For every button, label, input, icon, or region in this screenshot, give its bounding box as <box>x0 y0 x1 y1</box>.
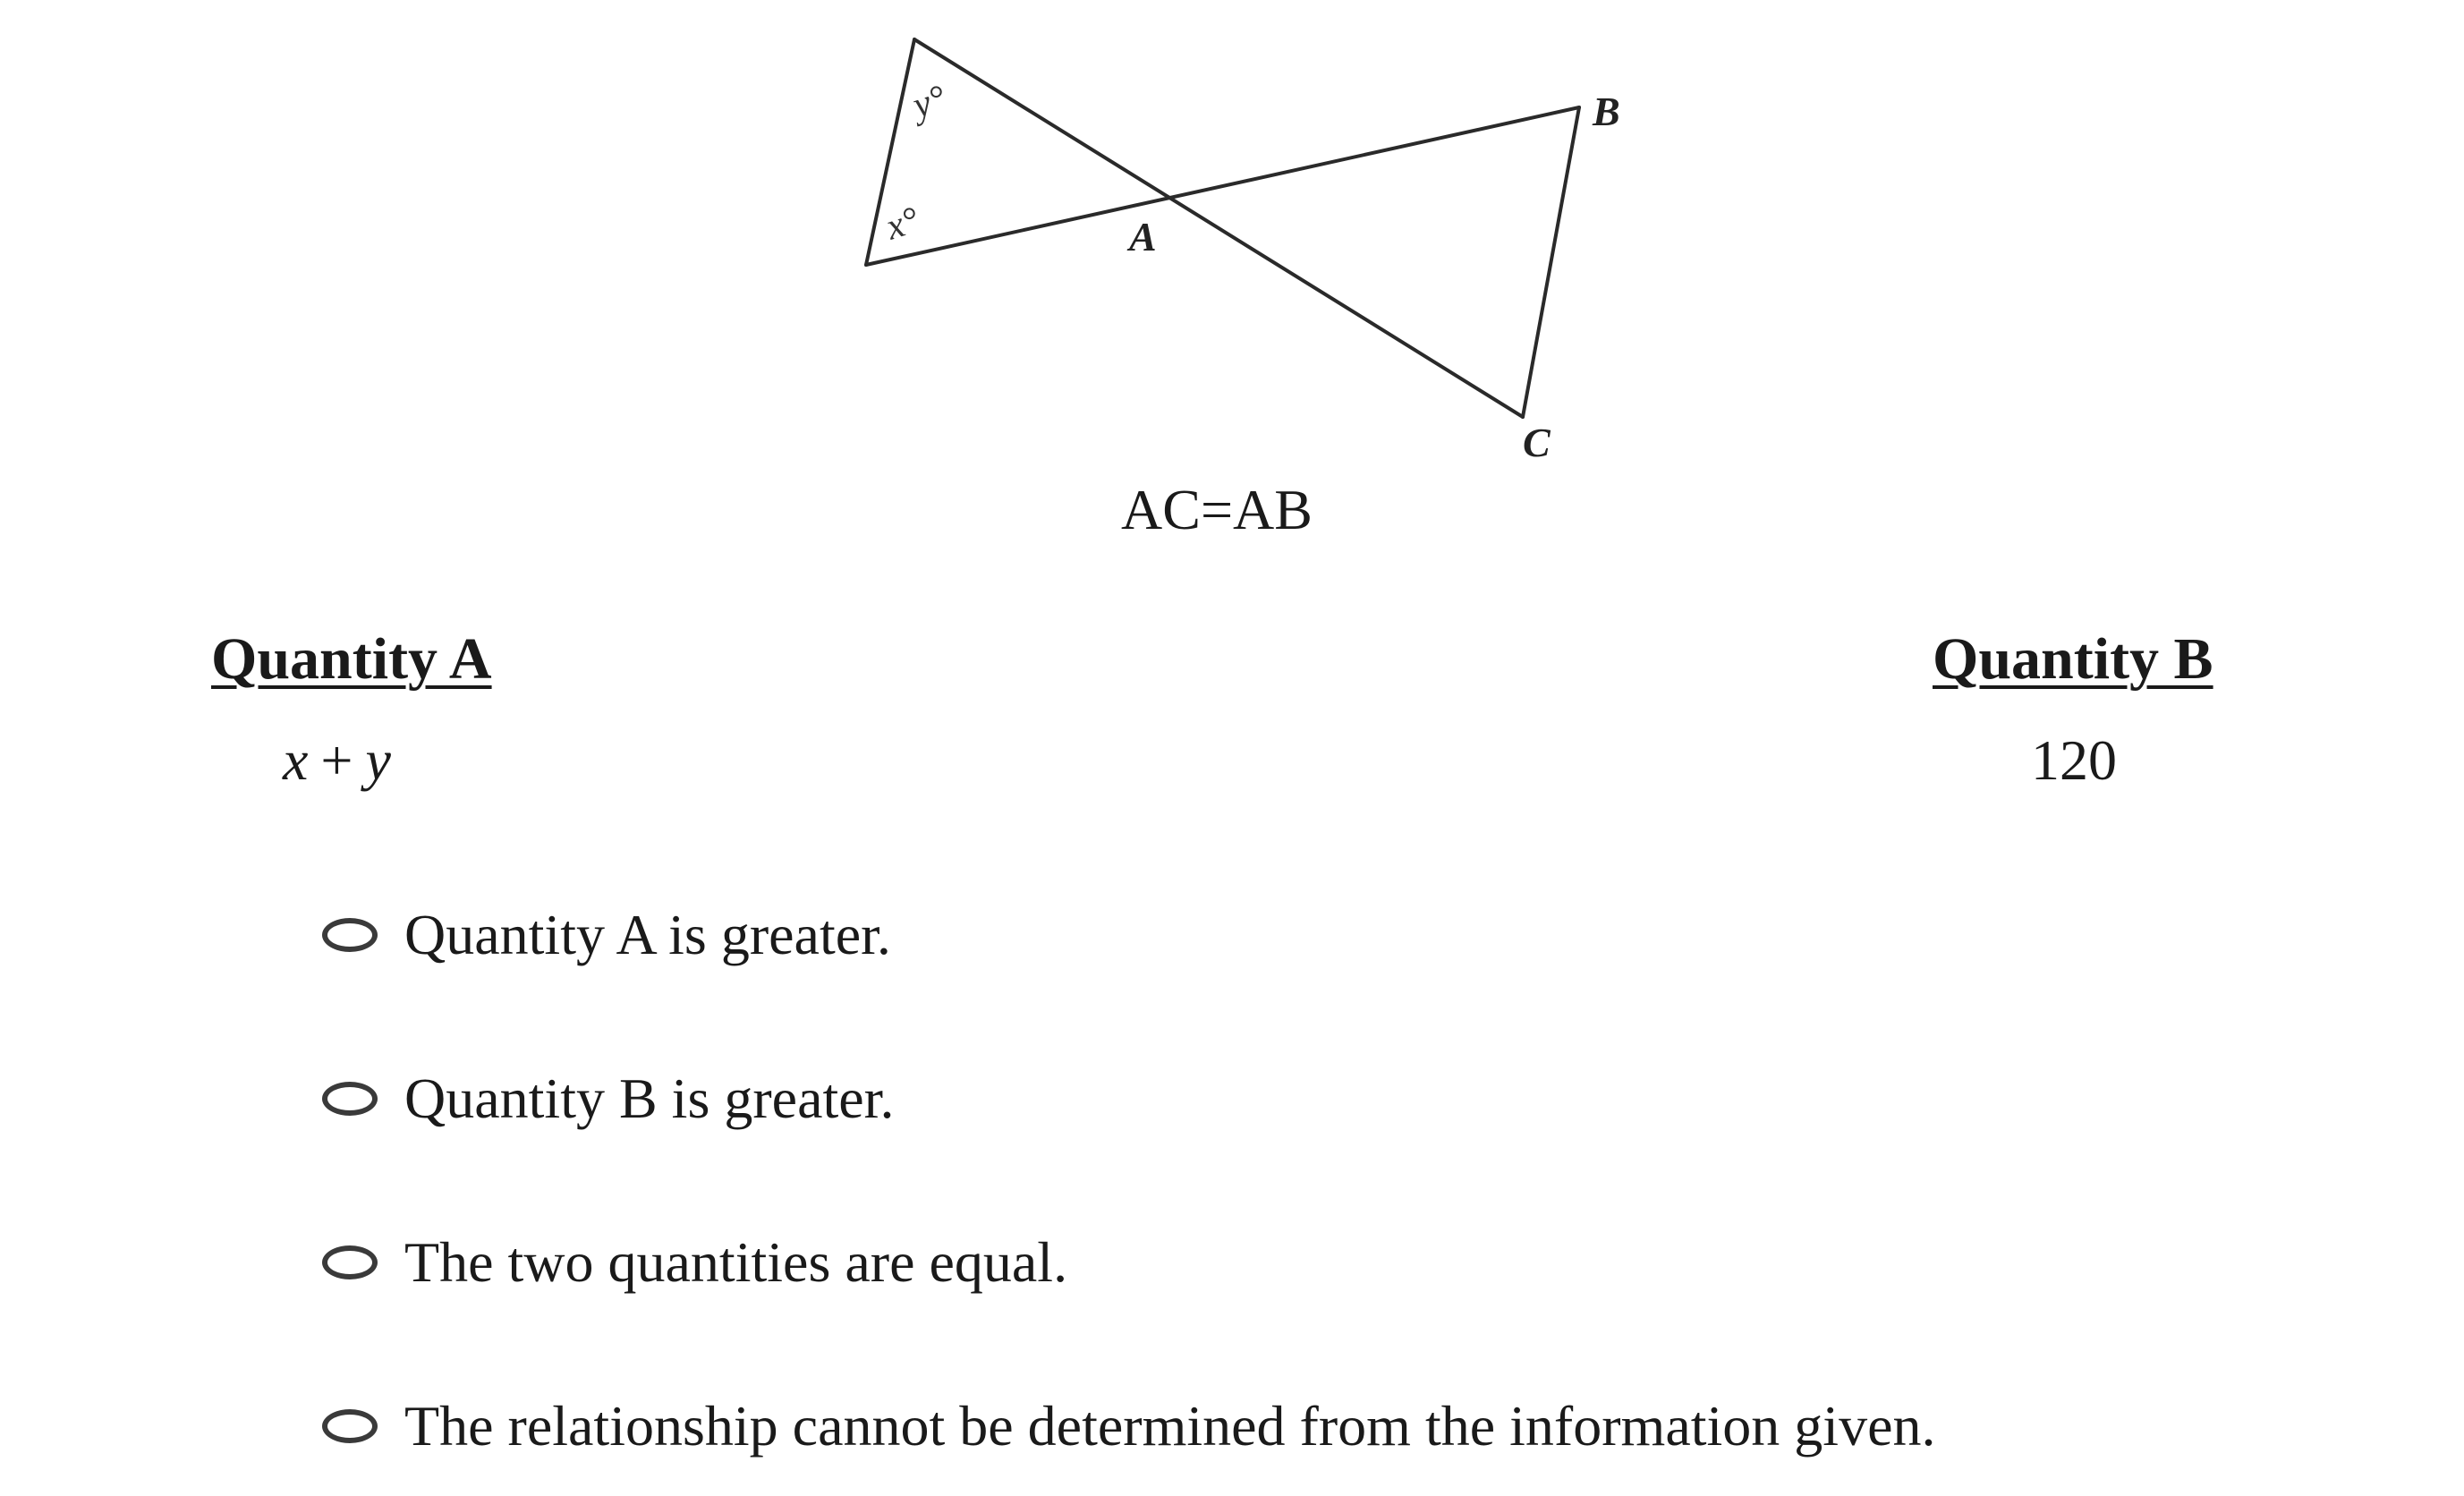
answer-choice-equal[interactable]: The two quantities are equal. <box>322 1222 1067 1303</box>
angle-label-x: x° <box>880 200 924 249</box>
radio-button-equal[interactable] <box>322 1245 378 1279</box>
quantity-b-value: 120 <box>2031 728 2117 792</box>
vertex-label-b: B <box>1592 89 1620 134</box>
quantity-b-heading: Quantity B <box>1933 626 2213 692</box>
quantity-a-heading: Quantity A <box>211 626 492 692</box>
vertex-label-a: A <box>1126 214 1157 259</box>
answer-choice-a-greater[interactable]: Quantity A is greater. <box>322 895 891 975</box>
triangle-figure: y° x° A B C <box>864 38 1620 465</box>
radio-button-cannot-determine[interactable] <box>322 1409 378 1443</box>
quantity-a-var-y: y <box>365 728 391 792</box>
given-condition: AC=AB <box>1121 478 1313 541</box>
segment-left-side <box>864 38 916 267</box>
segment-b-to-c <box>1521 106 1581 419</box>
segment-bottom-left-to-b <box>864 106 1581 267</box>
radio-button-b-greater[interactable] <box>322 1082 378 1116</box>
answer-choice-b-greater[interactable]: Quantity B is greater. <box>322 1058 894 1139</box>
radio-button-a-greater[interactable] <box>322 918 378 952</box>
answer-choice-cannot-determine[interactable]: The relationship cannot be determined fr… <box>322 1386 1935 1466</box>
segment-top-left-to-c <box>913 38 1525 419</box>
choice-label-cannot-determine: The relationship cannot be determined fr… <box>404 1394 1936 1458</box>
vertex-label-c: C <box>1523 420 1551 465</box>
choice-label-a-greater: Quantity A is greater. <box>404 903 891 966</box>
quantity-a-expression: x+y <box>283 732 391 789</box>
quantity-a-var-x: x <box>283 728 309 792</box>
angle-label-y: y° <box>905 78 951 128</box>
choice-label-equal: The two quantities are equal. <box>404 1230 1068 1294</box>
choice-label-b-greater: Quantity B is greater. <box>404 1067 895 1130</box>
quantity-a-operator: + <box>320 728 353 792</box>
